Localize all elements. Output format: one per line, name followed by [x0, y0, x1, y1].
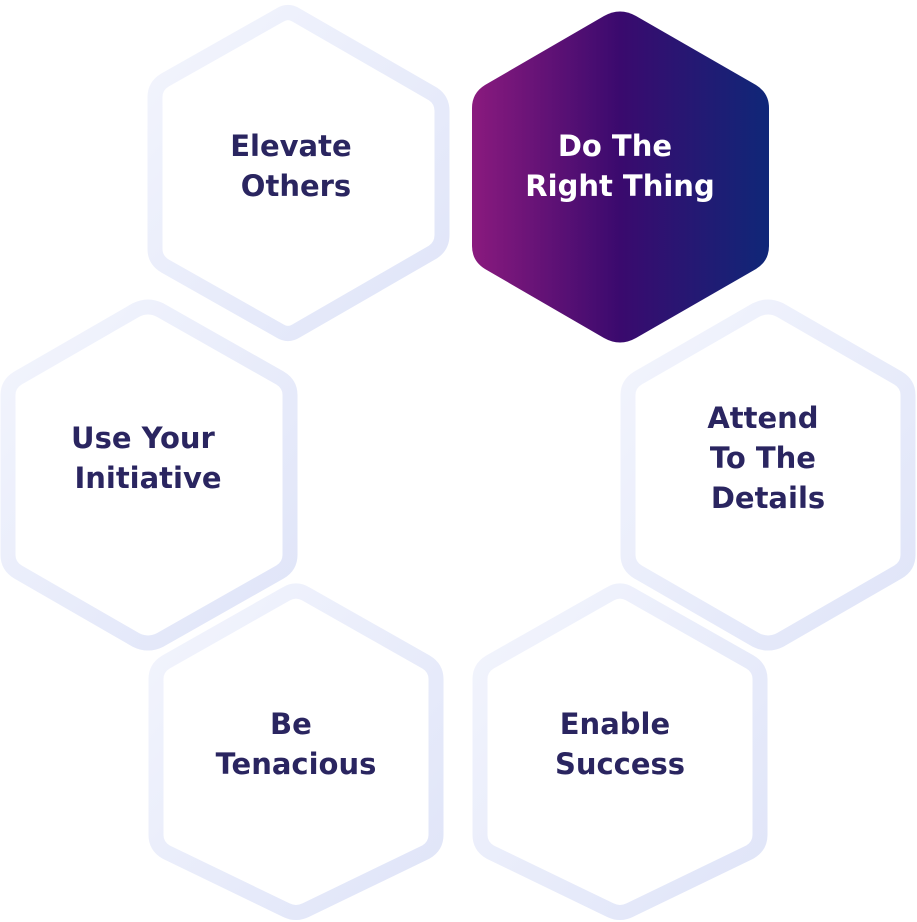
value-label-line: Enable: [560, 707, 670, 741]
hexagon-shape: [147, 5, 450, 341]
value-label-line: Others: [241, 169, 351, 203]
hexagon-shape: [148, 583, 444, 920]
value-label-line: Details: [711, 481, 825, 515]
hexagon-shape: [472, 583, 768, 920]
value-hexagon-elevate-others[interactable]: Elevate Others: [147, 5, 450, 341]
value-label-line: To The: [710, 441, 816, 475]
value-hexagon-be-tenacious[interactable]: Be Tenacious: [148, 583, 444, 920]
value-label-line: Right Thing: [525, 169, 714, 203]
value-label: Enable Success: [555, 707, 685, 781]
hexagon-shape: [0, 299, 298, 651]
value-label: Elevate Others: [230, 129, 362, 203]
value-hexagon-use-your-initiative[interactable]: Use Your Initiative: [0, 299, 298, 651]
hexagon-shape: [620, 299, 916, 651]
value-label-line: Tenacious: [216, 747, 377, 781]
value-label-line: Success: [555, 747, 685, 781]
hexagon-shape-active: [472, 11, 769, 343]
value-label: Do The Right Thing: [525, 129, 714, 203]
value-hexagon-enable-success[interactable]: Enable Success: [472, 583, 768, 920]
value-label-line: Use Your: [71, 421, 215, 455]
value-hexagon-do-the-right-thing[interactable]: Do The Right Thing: [472, 11, 769, 343]
value-label-line: Do The: [558, 129, 672, 163]
value-label: Be Tenacious: [216, 707, 377, 781]
value-label-line: Attend: [707, 401, 818, 435]
value-label-line: Initiative: [74, 461, 221, 495]
value-label: Attend To The Details: [707, 401, 828, 515]
value-label-line: Be: [270, 707, 312, 741]
value-hexagon-attend-to-the-details[interactable]: Attend To The Details: [620, 299, 916, 651]
value-label: Use Your Initiative: [71, 421, 225, 495]
value-label-line: Elevate: [230, 129, 351, 163]
